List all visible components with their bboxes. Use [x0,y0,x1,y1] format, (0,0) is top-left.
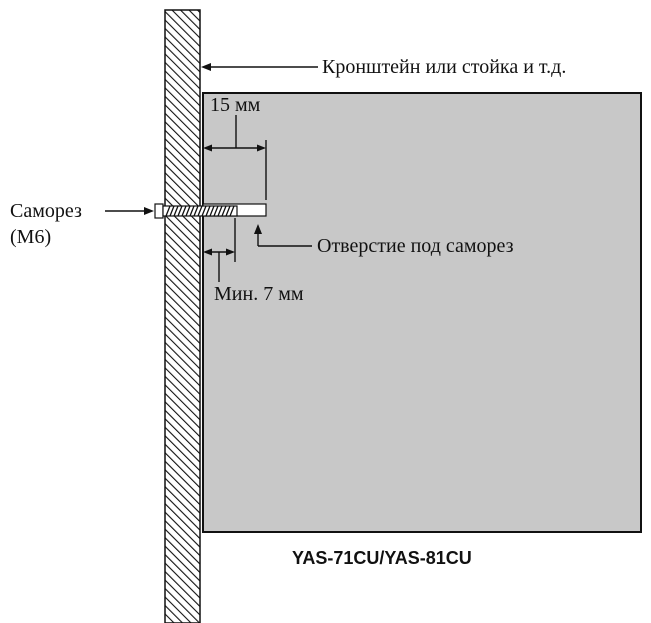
hole-leader [254,224,312,247]
model-label: YAS-71CU/YAS-81CU [292,548,472,568]
screw [154,203,238,219]
screw-head [154,203,164,219]
bracket-leader [201,63,318,71]
min-depth-label: Мин. 7 мм [214,283,304,305]
hole-label: Отверстие под саморез [317,235,514,257]
depth-label: 15 мм [210,94,261,116]
screw-label-line1: Саморез [10,200,82,222]
bracket-label: Кронштейн или стойка и т.д. [322,56,566,78]
min-depth-dimension [203,218,236,282]
wall-bracket [164,9,201,623]
screw-threads [165,205,235,217]
unit-body [202,92,642,533]
screw-leader [105,207,154,215]
depth-dimension [203,115,267,200]
screw-label-line2: (M6) [10,226,51,248]
